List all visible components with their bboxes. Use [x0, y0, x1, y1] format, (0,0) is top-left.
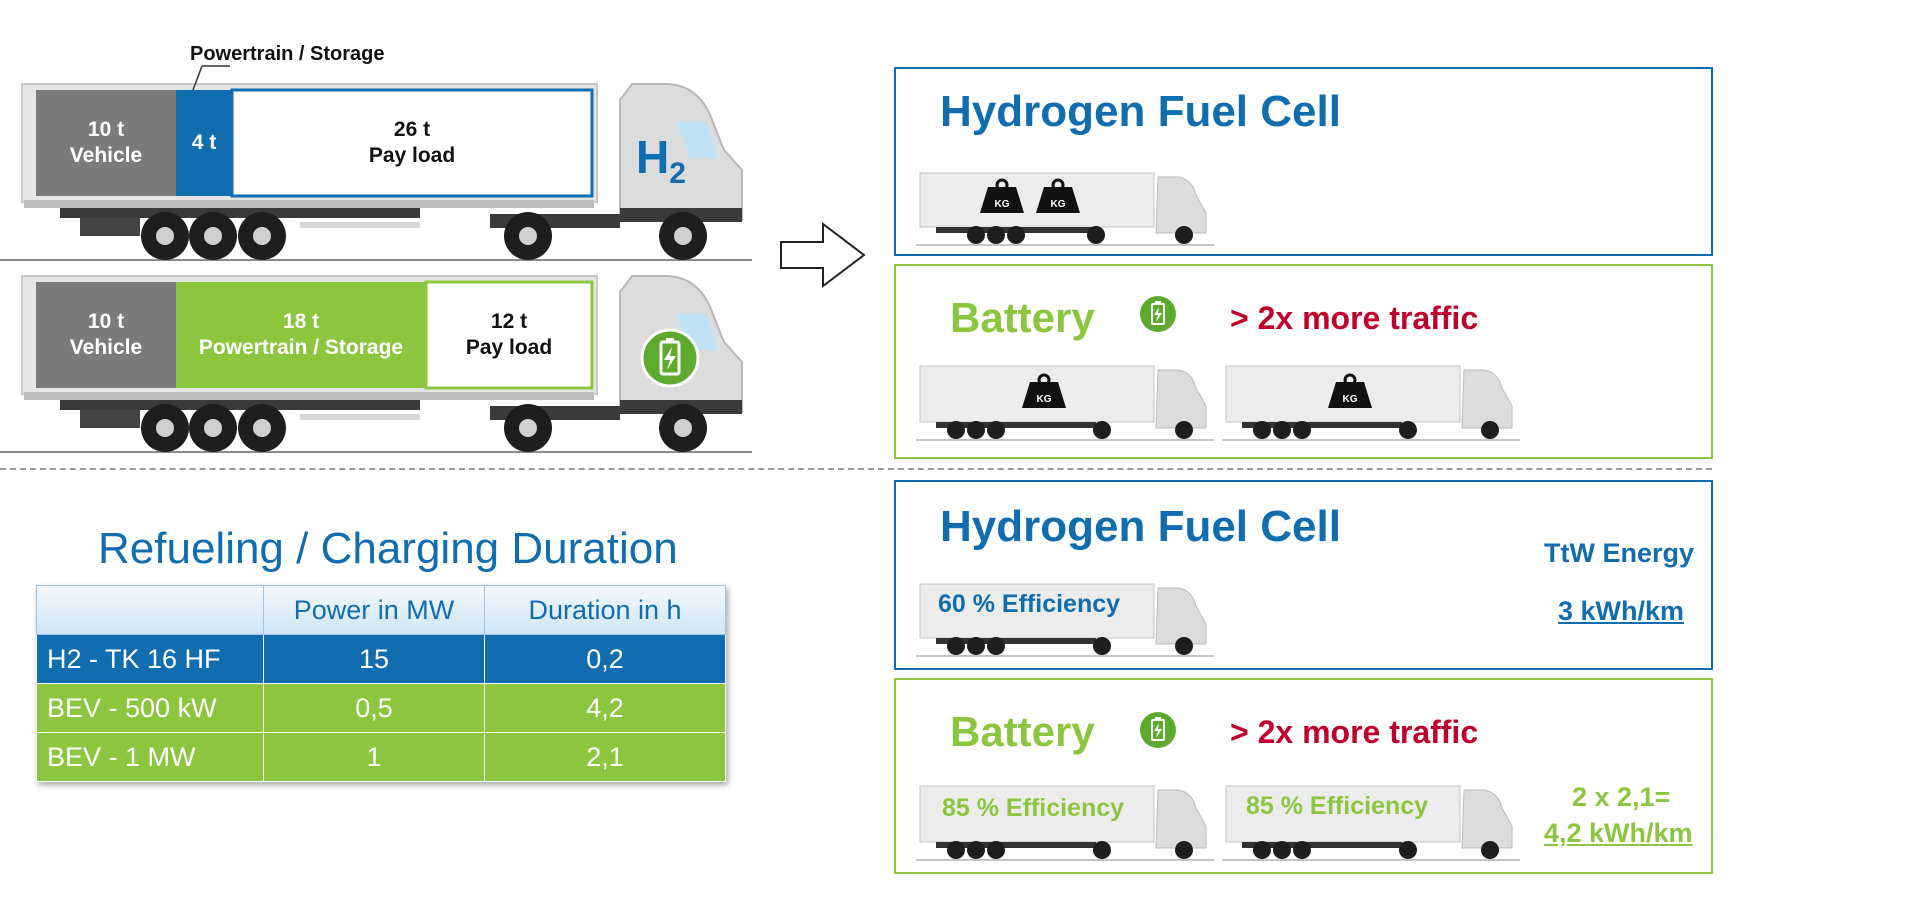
bev-small-truck-2: KG [1222, 365, 1520, 441]
right-arrow-icon [780, 221, 866, 289]
table-row: BEV - 500 kW 0,5 4,2 [36, 683, 726, 733]
h2-payload-label: Pay load [368, 144, 456, 167]
bev-energy-panel: Battery > 2x more traffic 85 % Efficienc… [894, 678, 1713, 874]
ttw-energy-heading: TtW Energy [1544, 538, 1695, 568]
kg-weight-icon: KG [995, 199, 1010, 210]
bev-storage-label: Powertrain / Storage [198, 336, 404, 359]
h2-ttw-value: 3 kWh/km [1558, 596, 1685, 626]
bev-vehicle-segment: 10 t Vehicle [36, 282, 176, 388]
h2-storage-segment: 4 t [176, 90, 232, 196]
bev-payload-segment: 12 t Pay load [426, 282, 592, 388]
table-header-row: Power in MW Duration in h [36, 585, 726, 635]
battery-bolt-icon [640, 330, 700, 390]
h2-weight-panel-title: Hydrogen Fuel Cell [940, 87, 1341, 136]
h2-symbol-subscript: 2 [669, 157, 686, 191]
table-cell: BEV - 1 MW [36, 732, 264, 782]
bev-storage-weight: 18 t [282, 310, 320, 333]
bev-efficiency-label-1: 85 % Efficiency [942, 794, 1125, 822]
bev-efficiency-truck-2 [1222, 785, 1520, 861]
h2-energy-panel-title: Hydrogen Fuel Cell [940, 502, 1341, 551]
bev-energy-traffic-note: > 2x more traffic [1230, 714, 1479, 750]
bev-truck-drawing [0, 275, 752, 453]
bev-efficiency-label-2: 85 % Efficiency [1246, 792, 1429, 820]
bev-weight-panel: Battery > 2x more traffic KG KG [894, 264, 1713, 459]
h2-vehicle-label: Vehicle [69, 144, 143, 167]
table-cell: 2,1 [484, 732, 726, 782]
bev-weight-traffic-note: > 2x more traffic [1230, 300, 1479, 336]
table-cell: 0,5 [263, 683, 485, 733]
bev-payload-weight: 12 t [490, 310, 528, 333]
h2-symbol-letter: H [636, 131, 670, 183]
powertrain-storage-callout: Powertrain / Storage [190, 43, 385, 65]
kg-weight-icon: KG [1051, 199, 1066, 210]
h2-energy-panel: Hydrogen Fuel Cell 60 % Efficiency TtW E… [894, 480, 1713, 670]
table-header-cell: Power in MW [263, 585, 485, 635]
bev-vehicle-weight: 10 t [87, 310, 125, 333]
table-cell: 1 [263, 732, 485, 782]
table-cell: 4,2 [484, 683, 726, 733]
h2-storage-weight: 4 t [191, 131, 217, 154]
h2-efficiency-truck [916, 583, 1214, 657]
bev-calc-line: 2 x 2,1= [1572, 782, 1671, 812]
bev-payload-label: Pay load [465, 336, 553, 359]
h2-payload-weight: 26 t [393, 118, 431, 141]
h2-efficiency-label: 60 % Efficiency [938, 590, 1121, 618]
h2-fuel-symbol: H2 [636, 130, 686, 191]
table-row: BEV - 1 MW 1 2,1 [36, 732, 726, 782]
bev-storage-segment: 18 t Powertrain / Storage [176, 282, 426, 388]
refuel-table: Power in MW Duration in h H2 - TK 16 HF … [36, 585, 726, 782]
section-divider [0, 468, 1712, 470]
kg-weight-icon: KG [1037, 394, 1052, 405]
bev-ttw-value: 4,2 kWh/km [1544, 818, 1693, 848]
bev-weight-panel-title: Battery [950, 294, 1095, 341]
h2-vehicle-weight: 10 t [87, 118, 125, 141]
h2-truck-drawing [0, 83, 752, 261]
kg-weight-icon: KG [1343, 394, 1358, 405]
h2-weight-panel: Hydrogen Fuel Cell KG KG [894, 67, 1713, 256]
h2-payload-segment: 26 t Pay load [232, 90, 592, 196]
table-cell: 15 [263, 634, 485, 684]
table-cell: BEV - 500 kW [36, 683, 264, 733]
table-cell: H2 - TK 16 HF [36, 634, 264, 684]
callout-line [192, 65, 230, 91]
battery-icon [1140, 712, 1176, 748]
h2-small-truck: KG KG [916, 172, 1214, 246]
table-cell: 0,2 [484, 634, 726, 684]
table-header-cell: Duration in h [484, 585, 726, 635]
table-row: H2 - TK 16 HF 15 0,2 [36, 634, 726, 684]
bev-small-truck-1: KG [916, 365, 1214, 441]
battery-icon [1140, 296, 1176, 332]
h2-vehicle-segment: 10 t Vehicle [36, 90, 176, 196]
bev-vehicle-label: Vehicle [69, 336, 143, 359]
bev-efficiency-truck-1 [916, 785, 1214, 861]
refuel-table-title: Refueling / Charging Duration [98, 524, 678, 573]
table-header-cell [36, 585, 264, 635]
bev-energy-panel-title: Battery [950, 708, 1095, 755]
